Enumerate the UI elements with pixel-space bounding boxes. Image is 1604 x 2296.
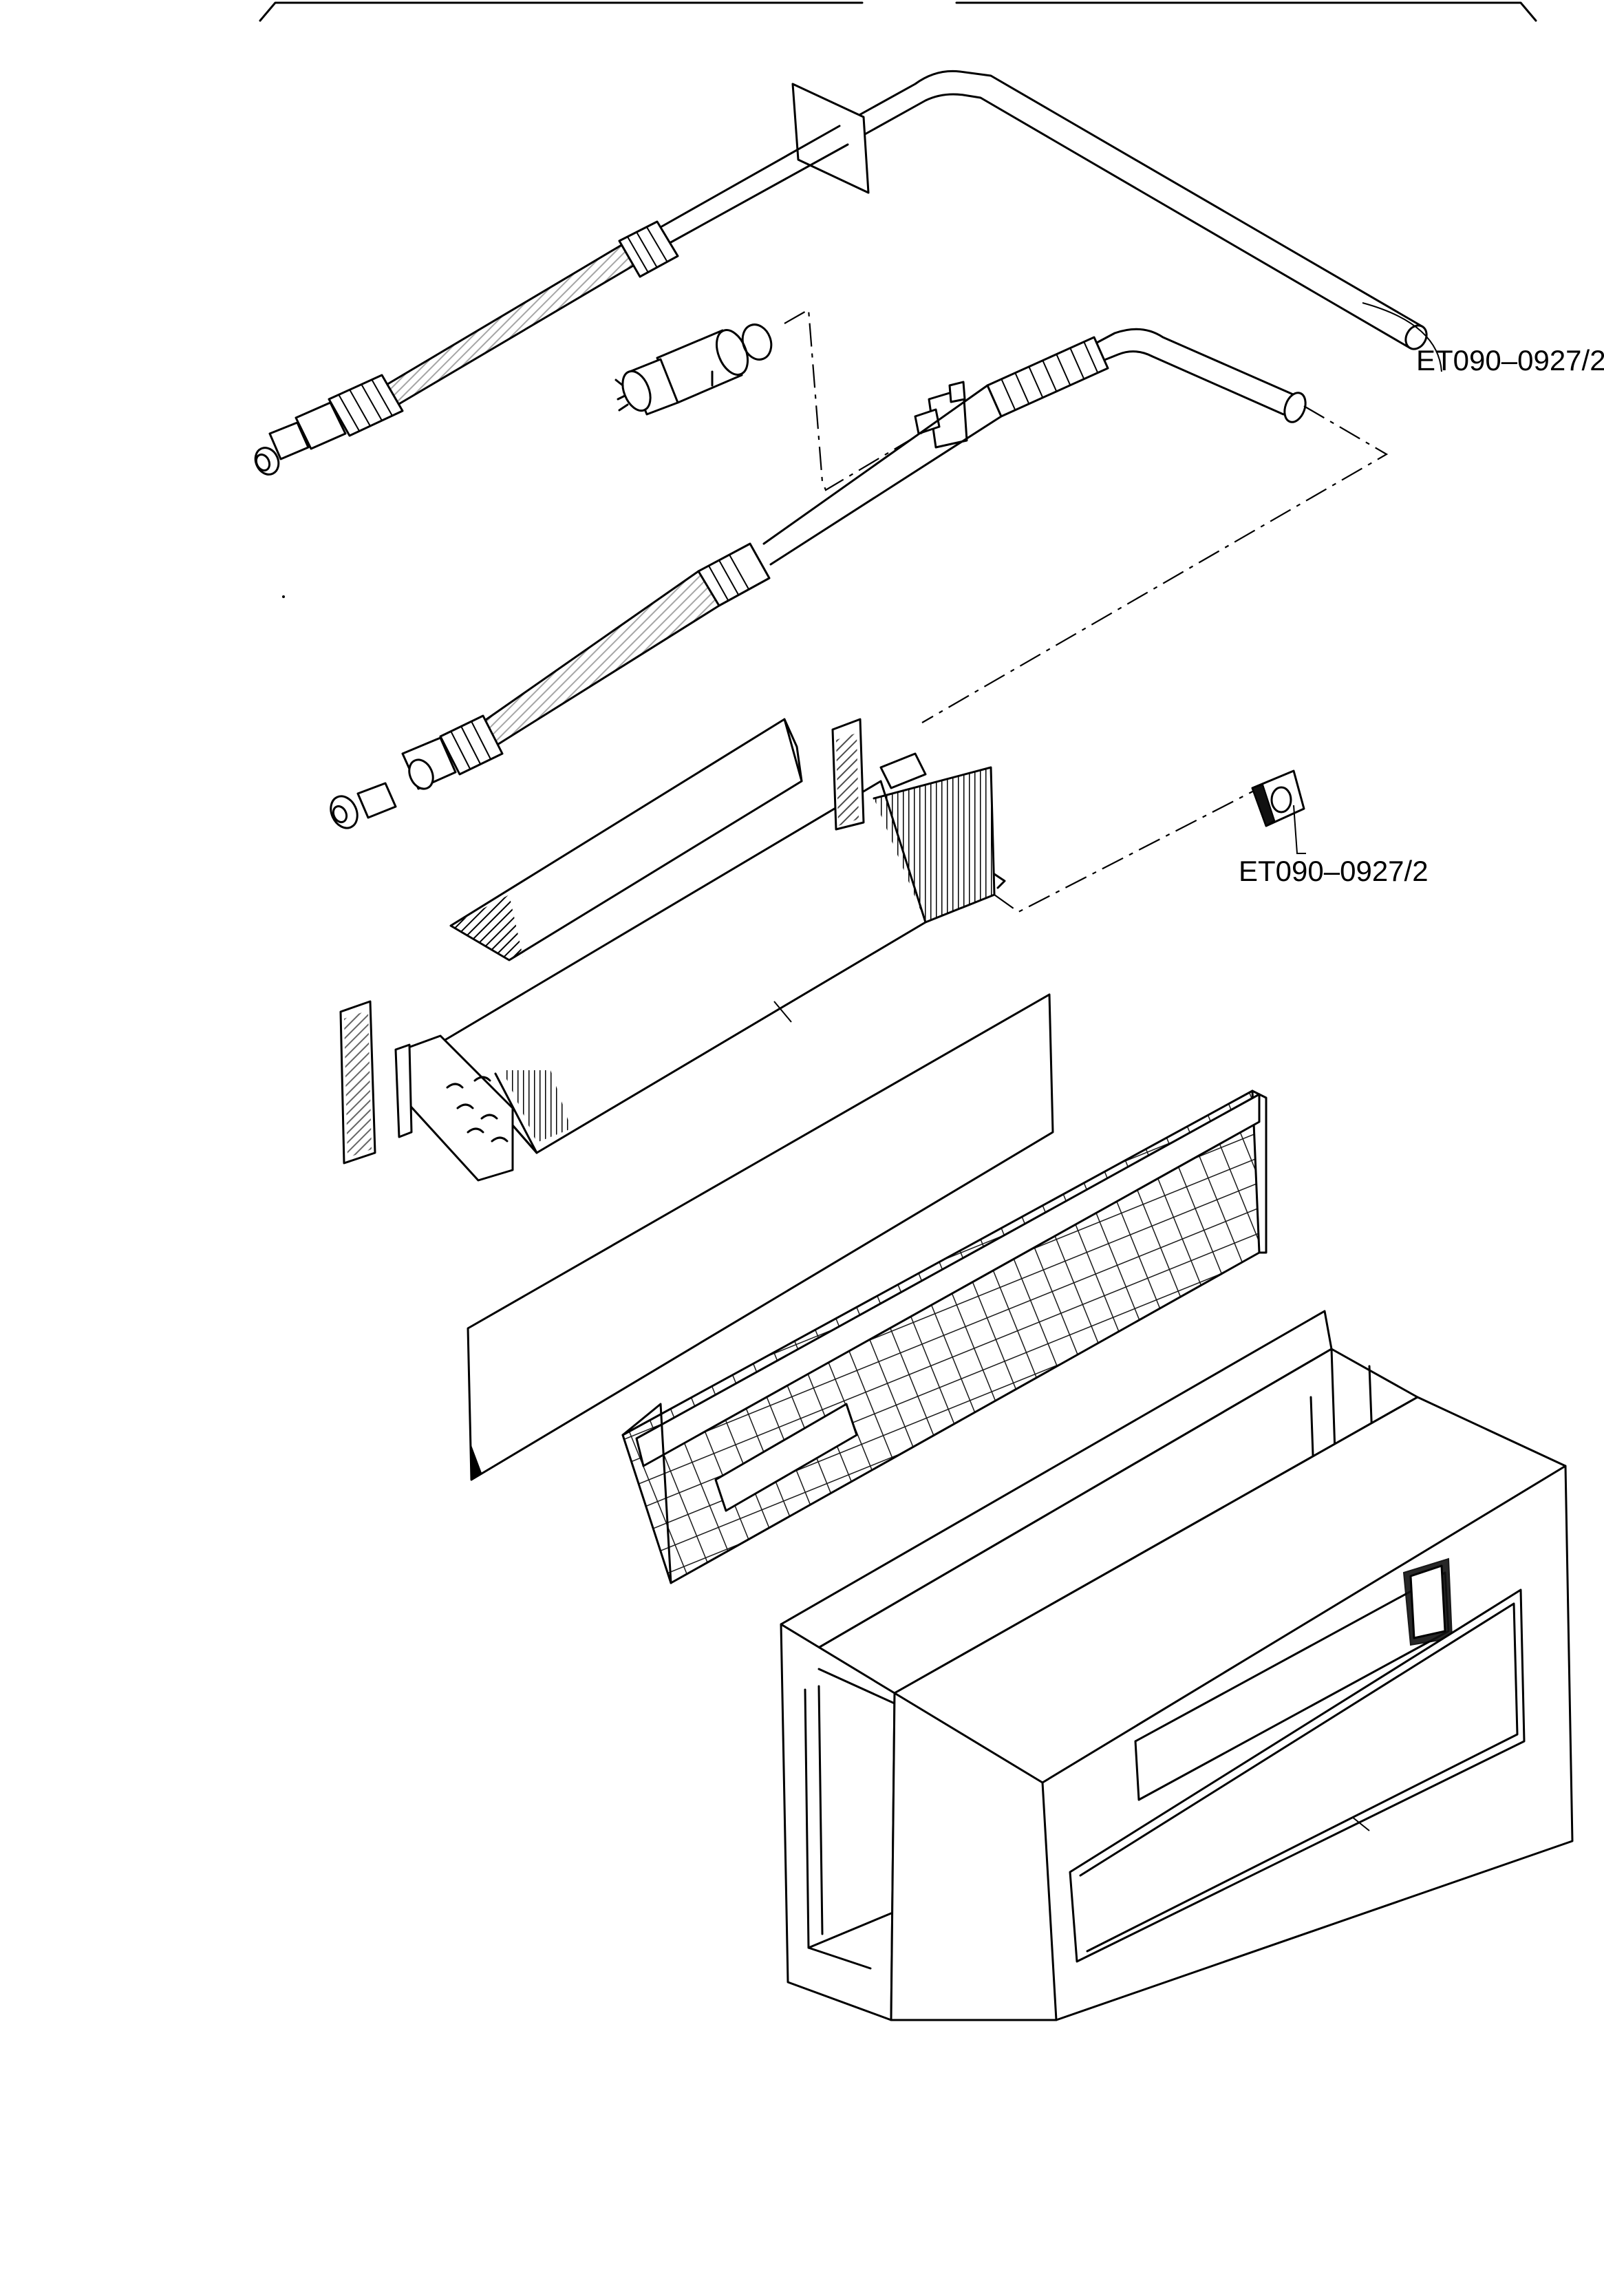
leader-switch	[784, 308, 947, 491]
air-filter-grille	[621, 1089, 1268, 1584]
lower-refrigerant-hose	[330, 328, 1307, 829]
pressure-switch	[614, 329, 749, 416]
upper-refrigerant-hose	[254, 70, 1442, 476]
o-ring	[741, 323, 773, 361]
speck	[282, 595, 285, 598]
cabinet-housing	[780, 1310, 1574, 2021]
evaporator-coil	[394, 718, 1006, 1182]
part-reference-label-top: ET090–0927/2	[1416, 344, 1604, 376]
insulation-strip	[449, 718, 803, 961]
part-reference-label-mid: ET090–0927/2	[1239, 855, 1429, 887]
leader-lower-hose	[921, 405, 1389, 723]
page-frame-top	[259, 1, 1537, 22]
drip-panel	[467, 993, 1054, 1481]
leader-coil	[994, 787, 1260, 913]
mounting-bracket	[1251, 769, 1306, 854]
end-seal	[339, 1000, 376, 1165]
